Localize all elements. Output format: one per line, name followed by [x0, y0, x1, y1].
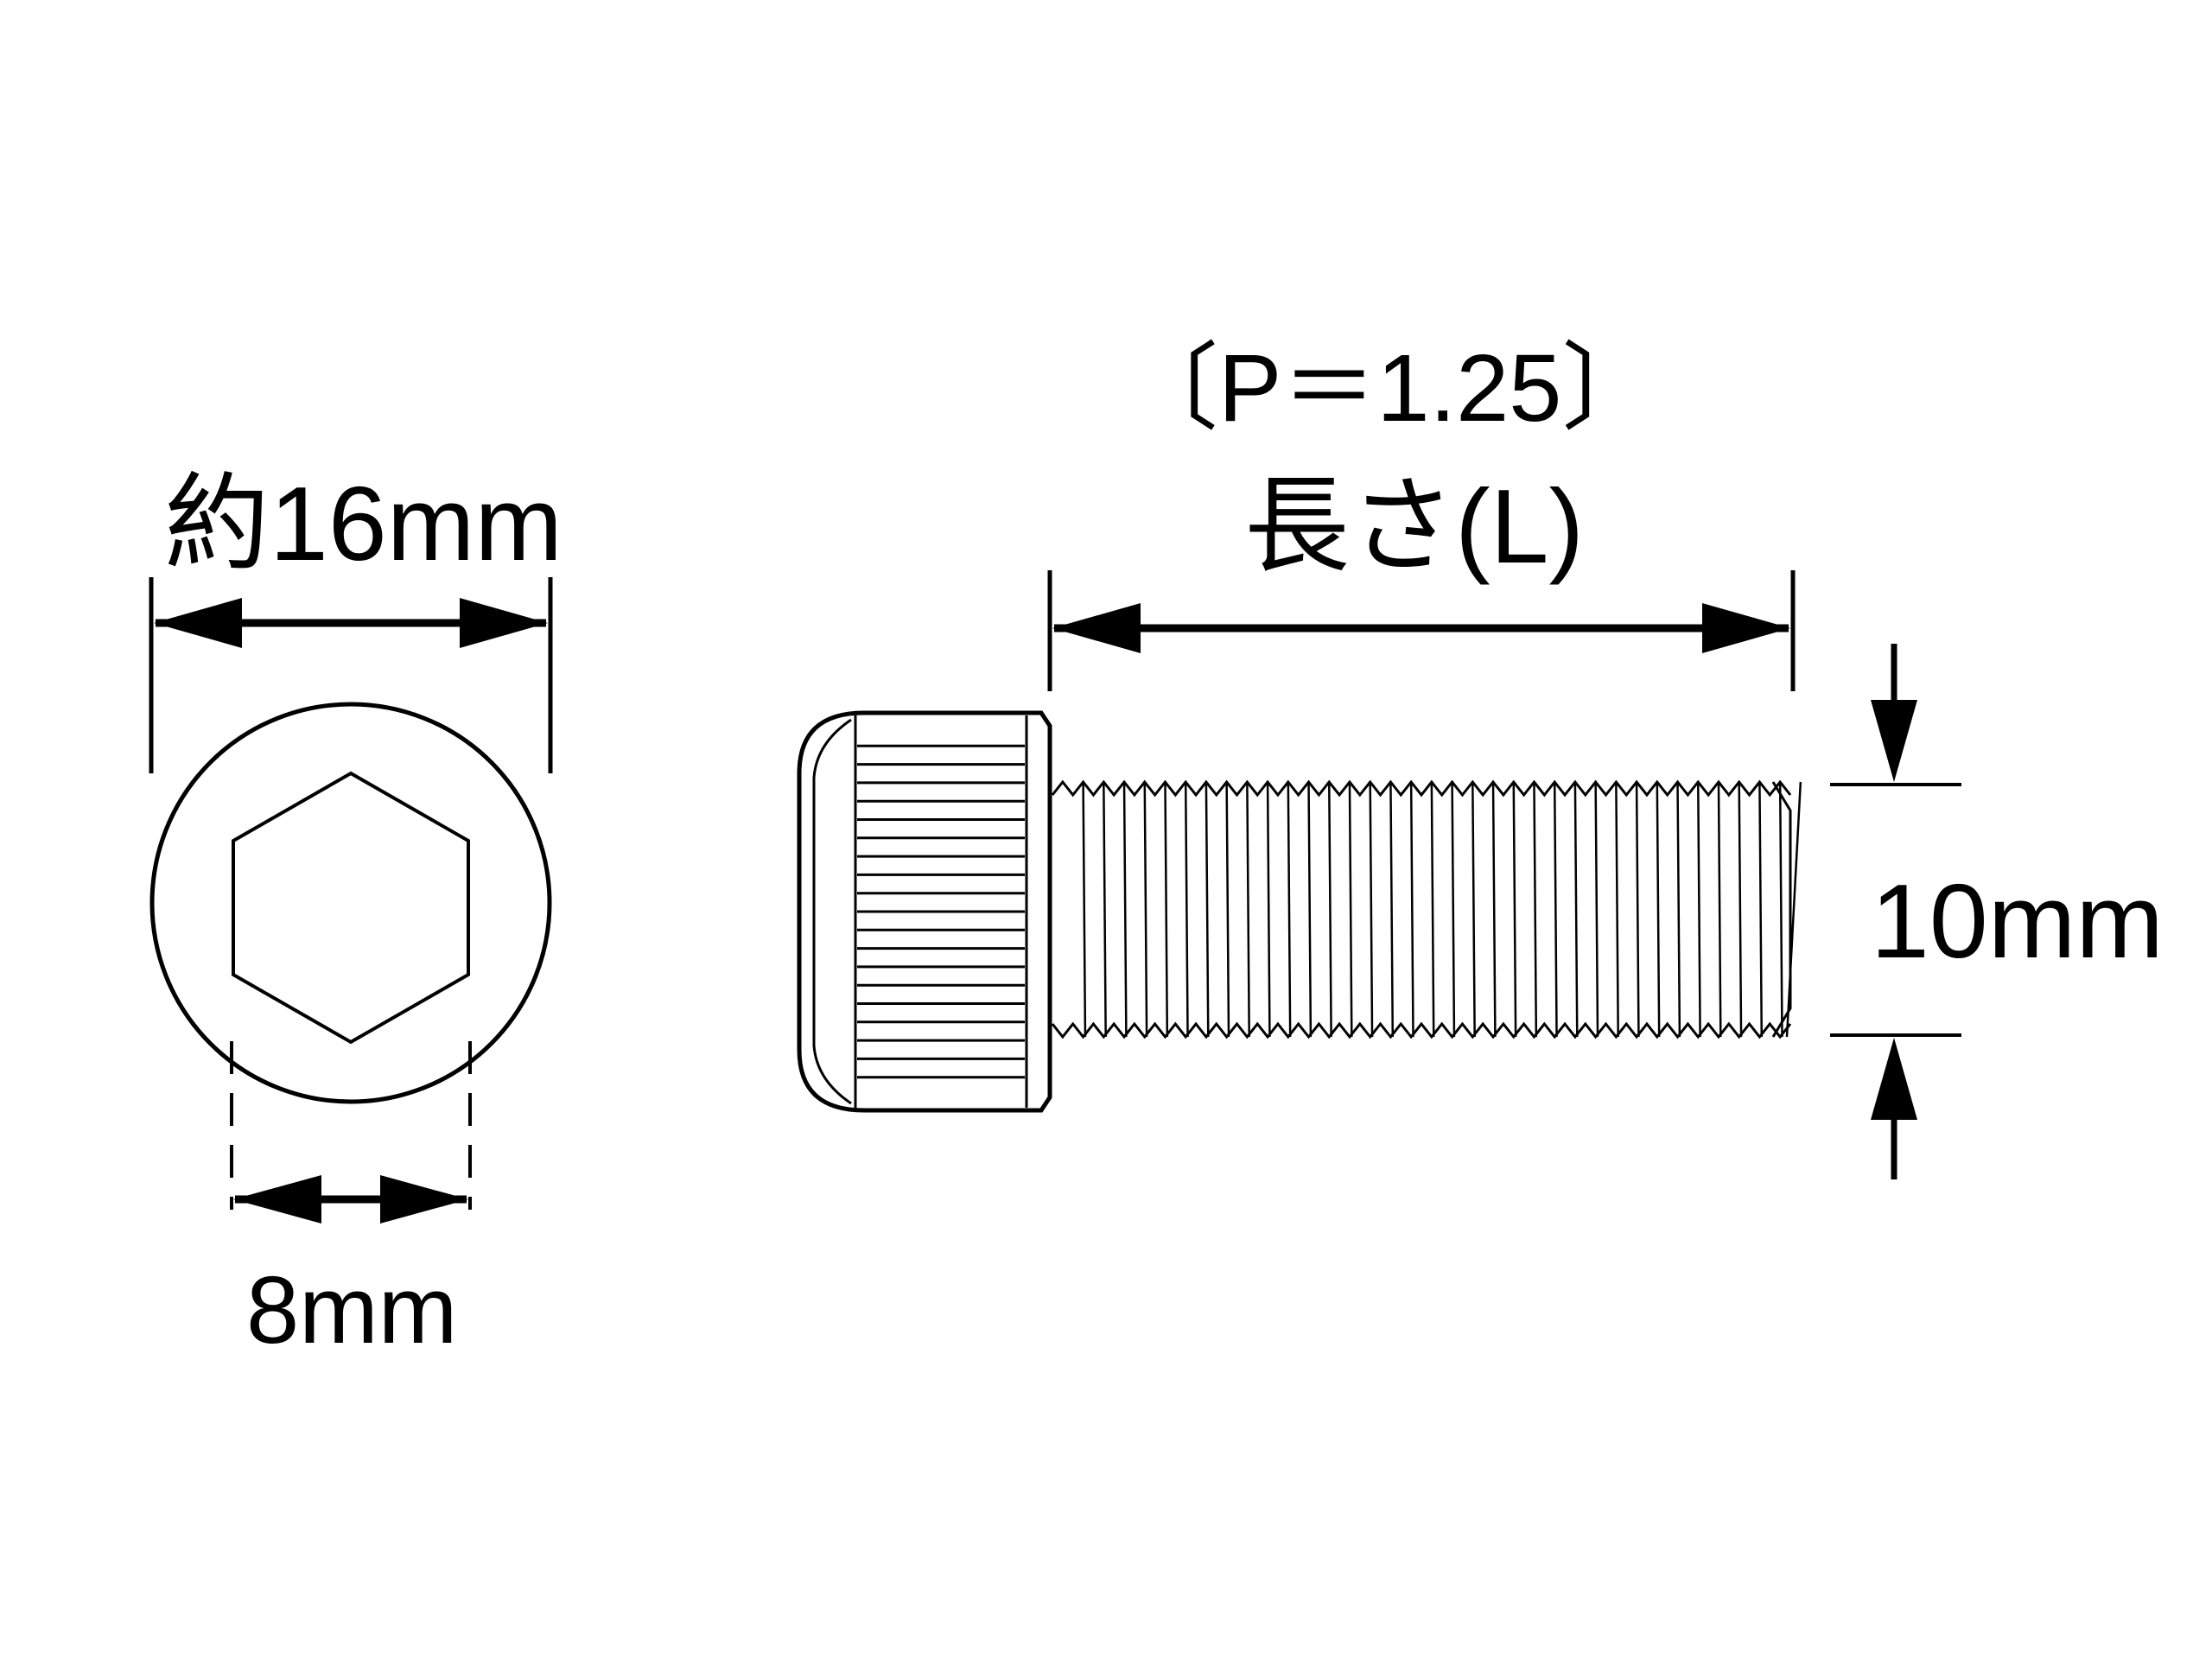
thread-crest-line — [1225, 781, 1230, 1038]
thread-crest-line — [1778, 781, 1783, 1038]
thread-crest-line — [1594, 781, 1599, 1038]
thread-crest-line — [1451, 781, 1456, 1038]
thread-crest-line — [1143, 781, 1148, 1038]
length-arrow-right — [1702, 603, 1790, 653]
thread-crest-line — [1287, 781, 1292, 1038]
thread-crest-line — [1717, 781, 1722, 1038]
thread-crest-line — [1103, 781, 1107, 1038]
thread-crest-line — [1635, 781, 1640, 1038]
thread-crest-line — [1389, 781, 1395, 1038]
thread-crest-line — [1266, 781, 1271, 1038]
thread-crest-line — [1738, 781, 1743, 1038]
thread-crest-line — [1430, 781, 1435, 1038]
head-dia-arrow-right — [460, 598, 548, 648]
knurl-ridges — [857, 744, 1025, 1079]
thread-dia-arrow-bottom — [1871, 1038, 1917, 1120]
thread-end-chamfer — [1771, 781, 1792, 1038]
thread-crest-line — [1164, 781, 1169, 1038]
thread-crest-line — [1491, 781, 1497, 1038]
bolt-length-label: 長さ(L) — [1244, 467, 1585, 585]
thread-crest-line — [1553, 781, 1558, 1038]
thread-crest-line — [1471, 781, 1476, 1038]
hex-socket-size-label: 8mm — [246, 1257, 458, 1363]
head-end-view — [149, 577, 553, 1224]
thread-crest-line — [1082, 781, 1087, 1038]
hex-arrow-right — [380, 1175, 468, 1224]
thread-crest-line — [1697, 781, 1701, 1038]
thread-shank — [1051, 779, 1802, 1039]
thread-crest-line — [1758, 781, 1764, 1038]
head-dia-arrow-left — [154, 598, 242, 648]
thread-crest-line — [1573, 781, 1579, 1038]
head-diameter-label: 約16mm — [164, 465, 563, 582]
thread-crest-line — [1512, 781, 1517, 1038]
thread-top-profile — [1051, 779, 1792, 798]
bolt-head-outline — [797, 710, 1052, 1113]
length-arrow-left — [1052, 603, 1141, 653]
thread-crest-line — [1409, 781, 1414, 1038]
thread-bottom-profile — [1051, 1021, 1792, 1039]
thread-dia-arrow-top — [1871, 700, 1917, 782]
thread-crest-line — [1369, 781, 1374, 1038]
thread-crest-line — [1184, 781, 1189, 1038]
thread-crest-line — [1328, 781, 1332, 1038]
thread-crest-line — [1122, 781, 1128, 1038]
thread-crest-line — [1656, 781, 1661, 1038]
thread-crest-line — [1533, 781, 1538, 1038]
bolt-head-chamfer — [812, 718, 852, 1105]
head-outline-circle — [149, 702, 552, 1104]
hex-arrow-left — [233, 1175, 321, 1224]
thread-crest-line — [1785, 781, 1802, 1038]
thread-crest-line — [1615, 781, 1619, 1038]
thread-pitch-label: 〔P＝1.25〕 — [1123, 335, 1657, 442]
bolt-side-view — [797, 570, 1961, 1179]
thread-crest-line — [1676, 781, 1681, 1038]
thread-crest-line — [1348, 781, 1353, 1038]
thread-crest-line — [1307, 781, 1313, 1038]
thread-crest-line — [1246, 781, 1250, 1038]
thread-diameter-label: 10mm — [1871, 862, 2164, 980]
thread-crest-line — [1205, 781, 1210, 1038]
hex-socket-outline — [232, 771, 470, 1045]
